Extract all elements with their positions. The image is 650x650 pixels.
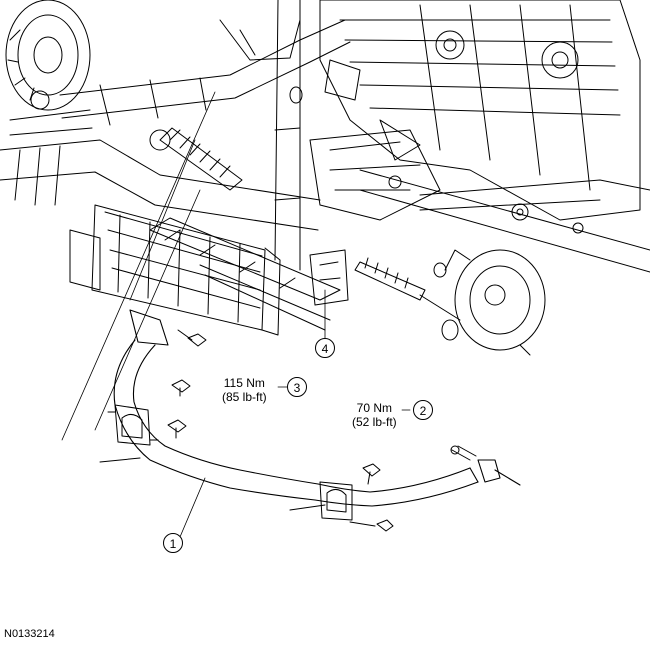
right-frame-rail [359,169,650,273]
upper-crossmember [59,19,351,119]
fasteners [167,329,477,532]
torque-lbft-2: (52 lb-ft) [352,415,397,429]
torque-spec-2: 70 Nm (52 lb-ft) [352,401,397,429]
steering-boot-left [149,127,243,191]
callout-4: 4 [315,338,335,358]
torque-lbft-3: (85 lb-ft) [222,390,267,404]
leader-lines [61,91,411,538]
center-member [274,0,301,271]
torque-nm-2: 70 Nm [356,401,393,415]
callout-2: 2 [413,400,433,420]
oil-pan [309,129,441,221]
left-frame-rail [0,139,321,231]
steering-boot-right [354,257,461,321]
stabilizer-bushing-left [99,404,159,463]
engine-transmission [319,0,641,221]
torque-nm-3: 115 Nm [223,376,265,390]
figure-id: N0133214 [4,628,55,640]
callout-3: 3 [287,377,307,397]
callout-1: 1 [163,533,183,553]
lower-crossmember [149,217,341,301]
torque-spec-3: 115 Nm (85 lb-ft) [222,376,267,404]
frame-bracket [309,249,349,306]
stabilizer-bar [113,309,521,507]
stabilizer-bushing-right [289,481,376,527]
left-brake-rotor [5,0,91,111]
cooler-core [69,204,281,336]
vehicle-subframe-artwork [0,0,650,356]
right-brake-rotor [433,249,546,356]
